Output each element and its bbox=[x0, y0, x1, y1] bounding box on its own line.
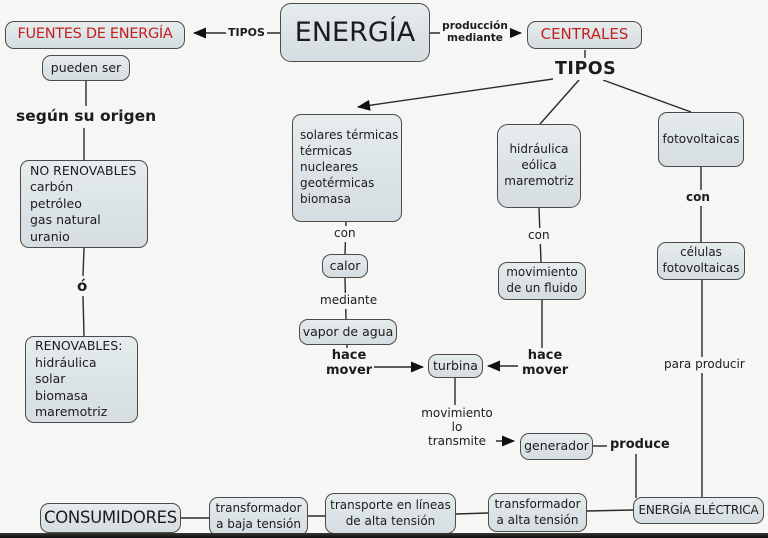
edge-label-produce: produce bbox=[608, 437, 672, 454]
list-item: solar bbox=[35, 371, 66, 387]
edge-label-hace-mover-izq: hace mover bbox=[324, 348, 374, 380]
label-segun-su-origen: según su origen bbox=[14, 107, 159, 127]
edge-norenovables-o bbox=[82, 247, 85, 277]
edge-label-con-termicas: con bbox=[332, 226, 358, 242]
edge-label-para-producir: para producir bbox=[662, 357, 747, 373]
node-transporte-lineas[interactable]: transporte en líneas de alta tensión bbox=[325, 493, 456, 534]
node-transformador-alta[interactable]: transformador a alta tensión bbox=[488, 493, 587, 532]
edge-transporte-transalta bbox=[455, 512, 489, 515]
edge-label-produccion-mediante: producción mediante bbox=[440, 19, 510, 46]
list-item: carbón bbox=[30, 179, 74, 195]
list-item: hidráulica bbox=[35, 354, 97, 370]
node-label: FUENTES DE ENERGÍA bbox=[17, 26, 173, 43]
node-centrales-termicas[interactable]: solares térmicas térmicas nucleares geot… bbox=[292, 114, 402, 222]
node-centrales[interactable]: CENTRALES bbox=[527, 21, 642, 49]
node-vapor-de-agua[interactable]: vapor de agua bbox=[299, 319, 397, 345]
node-movimiento-fluido[interactable]: movimiento de un fluido bbox=[498, 262, 586, 300]
bottom-border-bar bbox=[0, 533, 768, 538]
node-energia[interactable]: ENERGÍA bbox=[280, 3, 430, 62]
node-label: transformador a alta tensión bbox=[494, 496, 581, 527]
node-generador[interactable]: generador bbox=[520, 433, 593, 460]
edge-o-renovables bbox=[82, 295, 85, 337]
node-pueden-ser[interactable]: pueden ser bbox=[42, 55, 130, 81]
node-fuentes-de-energia[interactable]: FUENTES DE ENERGÍA bbox=[5, 21, 185, 49]
edge-label-tipos-big: TIPOS bbox=[553, 58, 619, 81]
node-label: CENTRALES bbox=[540, 25, 629, 44]
list-item: geotérmicas bbox=[300, 175, 375, 190]
list-item: eólica bbox=[521, 158, 557, 173]
node-label: turbina bbox=[433, 357, 478, 373]
list-item: maremotriz bbox=[35, 404, 108, 420]
node-label: células fotovoltaicas bbox=[662, 245, 740, 275]
edge-tipos-termicas bbox=[357, 77, 561, 111]
node-label: fotovoltaicas bbox=[662, 131, 740, 146]
node-label: pueden ser bbox=[50, 59, 122, 75]
label-o-conector: ó bbox=[75, 277, 90, 297]
list-item: uranio bbox=[30, 228, 70, 244]
list-item: nucleares bbox=[300, 160, 359, 175]
edge-label-con-fotovoltaicas: con bbox=[684, 190, 712, 206]
node-centrales-fotovoltaicas[interactable]: fotovoltaicas bbox=[658, 112, 744, 167]
node-label: transformador a baja tensión bbox=[215, 500, 302, 531]
node-label: ENERGÍA bbox=[294, 16, 416, 48]
edge-label-line: transmite bbox=[428, 433, 486, 448]
edge-label-line: movimiento bbox=[421, 406, 493, 420]
node-consumidores[interactable]: CONSUMIDORES bbox=[40, 503, 181, 533]
edge-label-hace-mover-der: hace mover bbox=[520, 348, 570, 380]
list-item: petróleo bbox=[30, 195, 82, 211]
list-item: maremotriz bbox=[504, 173, 574, 188]
edge-label-mediante: mediante bbox=[318, 293, 380, 309]
node-celulas-fotovoltaicas[interactable]: células fotovoltaicas bbox=[657, 242, 745, 280]
node-label: vapor de agua bbox=[302, 323, 394, 339]
node-turbina[interactable]: turbina bbox=[428, 354, 483, 378]
list-item: gas natural bbox=[30, 212, 101, 228]
node-transformador-baja[interactable]: transformador a baja tensión bbox=[209, 497, 308, 536]
list-item: hidráulica bbox=[509, 142, 569, 157]
node-label: ENERGÍA ELÉCTRICA bbox=[638, 502, 759, 517]
node-calor[interactable]: calor bbox=[322, 254, 368, 278]
edge-label-con-hidraulica: con bbox=[526, 228, 552, 244]
list-item: biomasa bbox=[300, 191, 351, 206]
node-label: movimiento de un fluido bbox=[506, 265, 578, 295]
list-item: solares térmicas bbox=[300, 128, 399, 143]
list-item: térmicas bbox=[300, 144, 353, 159]
node-label: generador bbox=[524, 438, 589, 454]
node-title: NO RENOVABLES bbox=[30, 162, 137, 178]
list-item: biomasa bbox=[35, 387, 89, 403]
edge-tipos-fotovoltaicas bbox=[602, 79, 692, 113]
node-label: calor bbox=[329, 257, 361, 273]
node-label: CONSUMIDORES bbox=[44, 508, 177, 528]
node-energia-electrica[interactable]: ENERGÍA ELÉCTRICA bbox=[633, 497, 764, 524]
node-renovables[interactable]: RENOVABLES: hidráulica solar biomasa mar… bbox=[25, 336, 138, 423]
node-label: transporte en líneas de alta tensión bbox=[330, 497, 451, 528]
node-title: RENOVABLES: bbox=[35, 338, 123, 354]
edge-label-movimiento-transmite: movimiento lo transmite bbox=[418, 406, 496, 450]
edge-transalta-electrica bbox=[586, 509, 634, 512]
node-centrales-hidraulicas[interactable]: hidráulica eólica maremotriz bbox=[497, 124, 581, 208]
edge-tipos-hidraulica bbox=[539, 79, 580, 125]
edge-label-tipos-left: TIPOS bbox=[226, 26, 267, 41]
edge-label-line: lo bbox=[451, 419, 463, 434]
node-no-renovables[interactable]: NO RENOVABLES carbón petróleo gas natura… bbox=[20, 160, 148, 248]
